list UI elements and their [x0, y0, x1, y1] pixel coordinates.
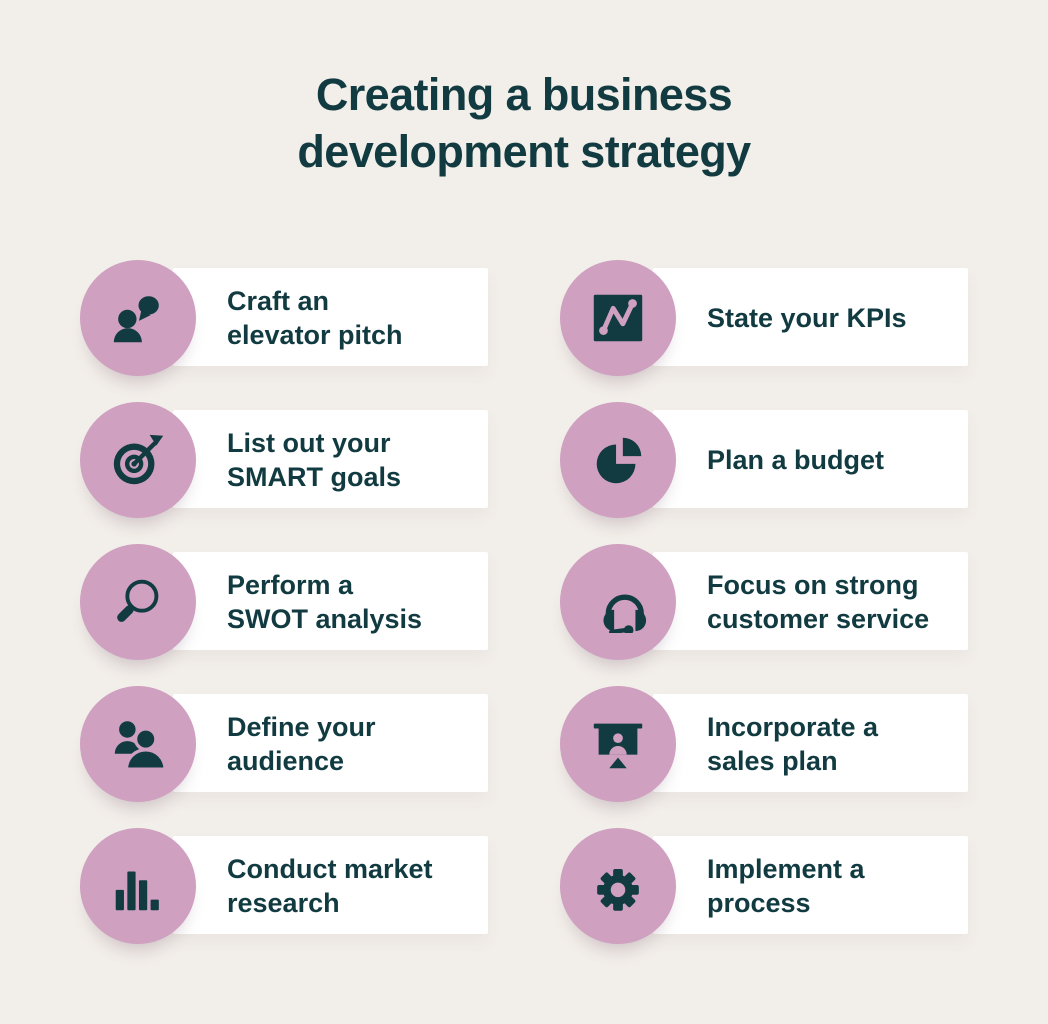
step-icon-circle — [80, 402, 196, 518]
step-label: Incorporate a sales plan — [707, 711, 879, 776]
step-bar — [653, 268, 968, 366]
step-icon-circle — [560, 544, 676, 660]
step-icon-circle — [560, 686, 676, 802]
step-item-budget: Plan a budget — [560, 402, 968, 518]
step-item-smart-goals: List out your SMART goals — [80, 402, 488, 518]
step-bar — [653, 836, 968, 934]
step-item-market-research: Conduct market research — [80, 828, 488, 944]
step-item-process: Implement a process — [560, 828, 968, 944]
step-bar — [173, 552, 488, 650]
step-label: Implement a process — [707, 853, 865, 918]
step-bar — [653, 410, 968, 508]
steps-grid: Craft an elevator pitch State your KPIs — [80, 260, 968, 944]
step-item-elevator-pitch: Craft an elevator pitch — [80, 260, 488, 376]
step-bar — [173, 410, 488, 508]
step-icon-circle — [560, 828, 676, 944]
gear-icon — [597, 869, 639, 911]
step-bar — [173, 836, 488, 934]
step-label: List out your SMART goals — [227, 427, 402, 492]
step-label: Perform a SWOT analysis — [227, 569, 423, 634]
presentation-board-icon — [593, 723, 643, 769]
step-icon-circle — [80, 686, 196, 802]
target-arrow-icon — [113, 434, 164, 485]
step-label: State your KPIs — [707, 302, 907, 333]
step-icon-circle — [560, 402, 676, 518]
step-label: Focus on strong customer service — [707, 569, 930, 634]
step-bar — [653, 694, 968, 792]
magnifier-icon — [117, 579, 159, 622]
step-label: Craft an elevator pitch — [227, 285, 403, 350]
step-icon-circle — [80, 260, 196, 376]
step-bar — [173, 694, 488, 792]
step-bar — [653, 552, 968, 650]
step-icon-circle — [560, 260, 676, 376]
two-people-icon — [114, 721, 167, 771]
step-item-kpis: State your KPIs — [560, 260, 968, 376]
person-speech-bubble-icon — [113, 296, 159, 343]
line-chart-icon — [593, 294, 643, 342]
step-item-sales-plan: Incorporate a sales plan — [560, 686, 968, 802]
step-label: Define your audience — [227, 711, 376, 776]
step-bar — [173, 268, 488, 366]
headset-icon — [603, 594, 647, 633]
step-icon-circle — [80, 544, 196, 660]
step-item-customer-service: Focus on strong customer service — [560, 544, 968, 660]
step-item-swot: Perform a SWOT analysis — [80, 544, 488, 660]
step-label: Conduct market research — [227, 853, 433, 918]
page-title: Creating a business development strategy — [297, 69, 751, 178]
step-icon-circle — [80, 828, 196, 944]
bar-chart-icon — [115, 871, 159, 911]
step-label: Plan a budget — [707, 444, 885, 475]
step-item-audience: Define your audience — [80, 686, 488, 802]
pie-chart-icon — [596, 437, 642, 484]
